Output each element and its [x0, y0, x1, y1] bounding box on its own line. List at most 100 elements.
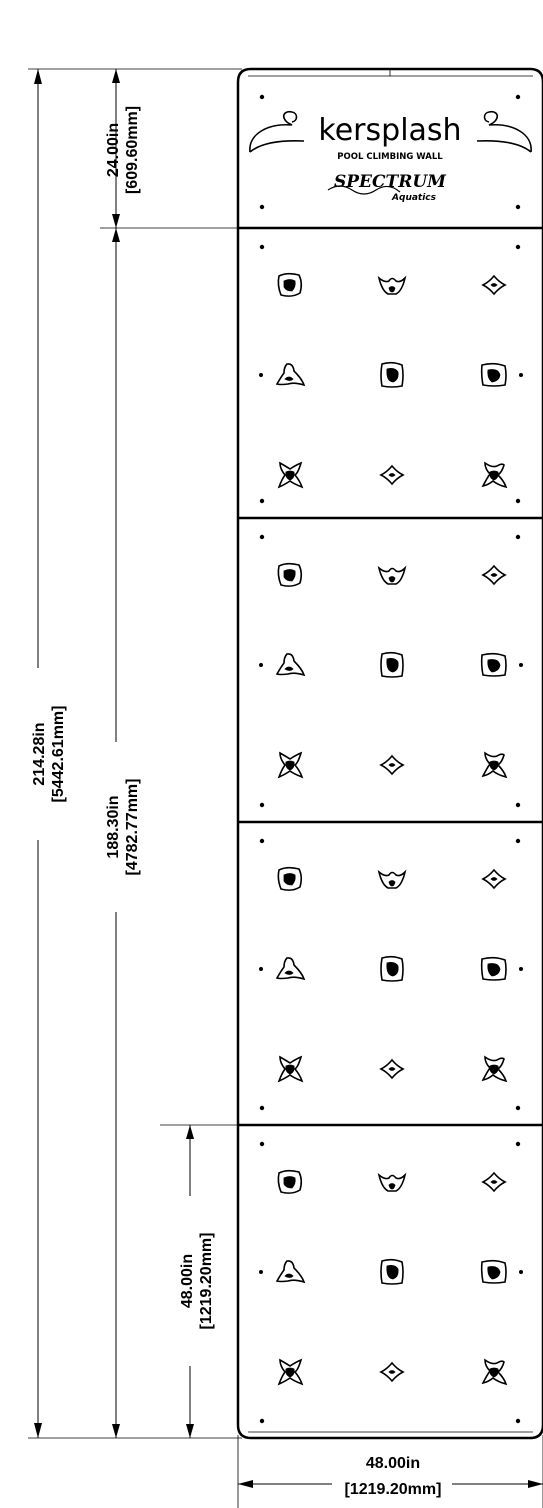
- hold-outline: [275, 653, 306, 677]
- climbing-hold-icon: [277, 562, 303, 587]
- hold-bolt: [489, 470, 499, 481]
- overall-width-metric: [1219.20mm]: [345, 1481, 442, 1498]
- hold-bolt: [489, 1367, 499, 1378]
- hold-bolt: [285, 1064, 295, 1075]
- climbing-panels: [238, 226, 543, 1424]
- overall-height-dimension: 214.28in [5442.61mm]: [31, 69, 67, 1438]
- maker-sub: Aquatics: [391, 193, 437, 203]
- wall-outline: [236, 67, 543, 1440]
- climbing-hold-icon: [481, 868, 507, 890]
- overall-height-imperial: 214.28in: [31, 722, 48, 785]
- climbing-hold-icon: [377, 275, 407, 295]
- hold-bolt: [388, 576, 396, 583]
- bolt-dot: [519, 967, 523, 971]
- hold-outline: [377, 869, 407, 889]
- bolt-dot: [515, 498, 521, 504]
- panel-height-imperial: 48.00in: [179, 1254, 196, 1308]
- hold-bolt: [284, 376, 294, 381]
- hold-outline: [377, 1172, 407, 1192]
- maker-name: SPECTRUM: [334, 172, 447, 192]
- bolt-dot: [259, 373, 263, 377]
- climbing-hold-icon: [481, 461, 508, 489]
- hold-bolt: [284, 666, 294, 671]
- hold-bolt: [489, 1064, 499, 1075]
- bolt-dot: [259, 1270, 263, 1274]
- hold-bolt: [490, 573, 498, 577]
- overall-height-metric: [5442.61mm]: [50, 706, 67, 803]
- climbing-hold-icon: [481, 1055, 508, 1083]
- climbing-hold-icon: [275, 363, 306, 387]
- bolt-dot: [259, 838, 265, 844]
- climbing-hold-icon: [379, 464, 405, 486]
- hold-bolt: [487, 659, 501, 673]
- hold-bolt: [388, 1370, 396, 1374]
- bolt-dot: [259, 663, 263, 667]
- climbing-hold-icon: [377, 1172, 407, 1192]
- bolt-dot: [519, 373, 523, 377]
- climbing-hold-icon: [481, 751, 508, 779]
- bolt-dot: [515, 244, 521, 250]
- hold-bolt: [490, 1180, 498, 1184]
- hold-bolt: [386, 962, 399, 977]
- climbing-hold-icon: [275, 1260, 306, 1284]
- climbing-panel: [238, 516, 543, 808]
- bolt-dot: [519, 663, 523, 667]
- panel-section-height-metric: [4782.77mm]: [124, 779, 141, 876]
- product-line: POOL CLIMBING WALL: [337, 152, 443, 162]
- climbing-hold-icon: [275, 957, 306, 981]
- bolt-dot: [515, 802, 521, 808]
- hold-bolt: [489, 760, 499, 771]
- hold-bolt: [388, 880, 396, 887]
- hold-bolt: [487, 369, 501, 383]
- bolt-dot: [259, 94, 265, 100]
- hold-bolt: [386, 1265, 399, 1280]
- hold-bolt: [283, 1176, 296, 1189]
- climbing-hold-icon: [277, 866, 303, 891]
- panel-section-height-imperial: 188.30in: [105, 795, 122, 858]
- bolt-dot: [515, 534, 521, 540]
- hold-bolt: [283, 873, 296, 886]
- hold-bolt: [490, 283, 498, 287]
- hold-outline: [377, 565, 407, 585]
- hold-bolt: [388, 1067, 396, 1071]
- climbing-hold-icon: [379, 1361, 405, 1383]
- bolt-dot: [259, 967, 263, 971]
- hold-bolt: [283, 279, 296, 292]
- climbing-hold-icon: [480, 362, 507, 387]
- bolt-dot: [515, 838, 521, 844]
- hold-bolt: [388, 763, 396, 767]
- panel-height-metric: [1219.20mm]: [198, 1233, 215, 1330]
- hold-bolt: [490, 877, 498, 881]
- bolt-dot: [515, 204, 521, 210]
- climbing-hold-icon: [480, 956, 507, 981]
- hold-bolt: [487, 963, 501, 977]
- hold-bolt: [388, 1183, 396, 1190]
- hold-bolt: [284, 970, 294, 975]
- climbing-hold-icon: [277, 1055, 304, 1083]
- climbing-panel: [238, 820, 543, 1111]
- hold-bolt: [285, 470, 295, 481]
- extension-lines: [28, 68, 543, 1508]
- hold-outline: [275, 1260, 306, 1284]
- hold-bolt: [285, 1367, 295, 1378]
- hold-outline: [275, 957, 306, 981]
- bolt-dot: [259, 244, 265, 250]
- climbing-hold-icon: [277, 461, 304, 489]
- climbing-hold-icon: [380, 361, 404, 388]
- hold-bolt: [283, 569, 296, 582]
- panel-section-height-dimension: 188.30in [4782.77mm]: [105, 228, 141, 1438]
- hold-bolt: [487, 1266, 501, 1280]
- splash-left-icon: [249, 110, 305, 153]
- climbing-panel: [238, 226, 543, 504]
- header-panel: kersplash POOL CLIMBING WALL SPECTRUM Aq…: [249, 94, 532, 210]
- climbing-hold-icon: [379, 1058, 405, 1080]
- brand-name: kersplash: [318, 113, 461, 148]
- hold-bolt: [386, 368, 399, 383]
- brand-logo: kersplash POOL CLIMBING WALL SPECTRUM Aq…: [249, 110, 532, 203]
- climbing-hold-icon: [275, 653, 306, 677]
- hold-outline: [377, 275, 407, 295]
- header-height-dimension: 24.00in [609.60mm]: [105, 69, 141, 228]
- bolt-dot: [259, 1105, 265, 1111]
- climbing-hold-icon: [380, 1258, 404, 1285]
- bolt-dot: [515, 1105, 521, 1111]
